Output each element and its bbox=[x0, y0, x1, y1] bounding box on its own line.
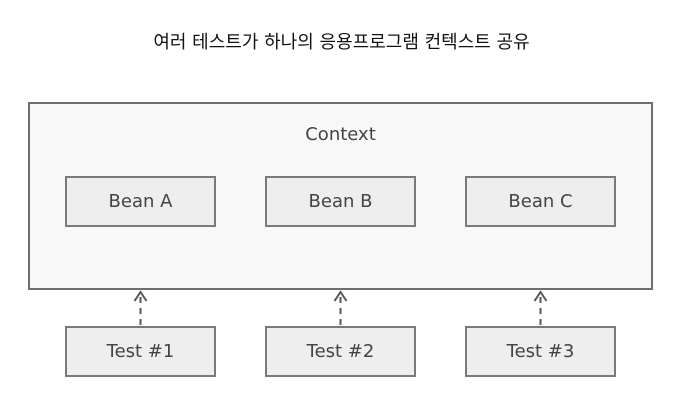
arrow-test-3-head bbox=[533, 290, 548, 302]
arrow-test-2-head bbox=[333, 290, 348, 302]
test-1-box: Test #1 bbox=[65, 326, 216, 377]
bean-a-label: Bean A bbox=[108, 191, 173, 212]
test-2-label: Test #2 bbox=[306, 341, 375, 362]
bean-c-box: Bean C bbox=[465, 176, 616, 227]
bean-b-label: Bean B bbox=[308, 191, 373, 212]
test-3-box: Test #3 bbox=[465, 326, 616, 377]
test-2-box: Test #2 bbox=[265, 326, 416, 377]
bean-a-box: Bean A bbox=[65, 176, 216, 227]
bean-b-box: Bean B bbox=[265, 176, 416, 227]
arrow-test-1-head bbox=[133, 290, 148, 302]
test-1-label: Test #1 bbox=[106, 341, 175, 362]
context-label: Context bbox=[305, 124, 376, 145]
bean-c-label: Bean C bbox=[508, 191, 573, 212]
test-3-label: Test #3 bbox=[506, 341, 575, 362]
diagram-title: 여러 테스트가 하나의 응용프로그램 컨텍스트 공유 bbox=[153, 32, 530, 53]
